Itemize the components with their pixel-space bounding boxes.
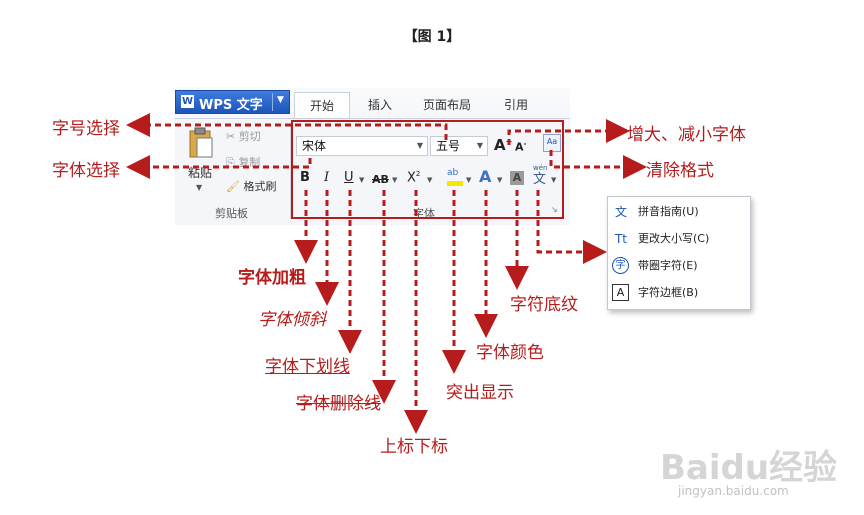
label-font-select: 字体选择 [52,161,120,181]
chevron-down-icon[interactable]: ▼ [466,176,472,184]
tab-references[interactable]: 引用 [503,98,528,112]
font-group-label: 字体 [413,207,435,220]
format-painter-button[interactable]: 🖌 格式刷 [226,178,276,194]
baidu-watermark-url: jingyan.baidu.com [678,484,789,498]
wps-button-divider [272,93,273,111]
font-size-value: 五号 [436,139,461,153]
arrow-clear-format [549,150,647,179]
label-strikethrough: 字体删除线 [296,394,381,414]
label-highlight: 突出显示 [446,383,514,403]
wps-app-button[interactable]: W WPS 文字 ▼ [175,90,290,114]
eraser-icon: Aa [546,137,558,146]
font-color-button[interactable]: A [479,167,492,186]
arrow-grow-shrink [507,119,630,145]
chevron-down-icon[interactable]: ▼ [497,176,503,184]
label-grow-shrink: 增大、减小字体 [627,125,746,145]
italic-button[interactable]: I [324,170,330,185]
wps-logo-icon: W [181,95,194,108]
label-italic: 字体倾斜 [258,310,326,330]
shrink-font-button[interactable]: A- [515,140,527,154]
highlight-swatch [447,181,463,186]
cut-label: 剪切 [238,130,261,143]
paste-icon[interactable] [188,127,214,159]
cut-button[interactable]: ✂ 剪切 [226,128,261,144]
superscript-button[interactable]: X2 [407,170,421,186]
chevron-down-icon[interactable]: ▼ [551,176,557,184]
phonetic-icon: 文 [614,205,627,219]
chevron-down-icon[interactable]: ▼ [476,141,483,150]
menu-item-char-border[interactable]: A 字符边框(B) [608,280,750,306]
figure-title: 【图 1】 [403,29,461,45]
format-painter-label: 格式刷 [243,180,277,193]
arrow-font-size [126,113,448,140]
phonetic-dropdown-menu: 文 拼音指南(U) Tt 更改大小写(C) 字 带圈字符(E) A 字符边框(B… [607,196,751,310]
tab-page-layout[interactable]: 页面布局 [422,98,471,112]
brush-icon: 🖌 [226,180,240,193]
highlight-button[interactable]: ab [447,168,463,186]
font-name-combo[interactable]: 宋体 ▼ [296,136,428,156]
chevron-down-icon: ▼ [277,95,284,105]
font-name-value: 宋体 [302,139,327,153]
menu-item-phonetic-guide[interactable]: 文 拼音指南(U) [608,199,750,225]
menu-item-enclosed-chars[interactable]: 字 带圈字符(E) [608,253,750,279]
chevron-down-icon[interactable]: ▼ [392,176,398,184]
group-divider [290,124,291,219]
label-bold: 字体加粗 [238,268,306,288]
chevron-down-icon[interactable]: ▼ [427,176,433,184]
label-clear-format: 清除格式 [646,161,714,181]
wps-app-label: WPS 文字 [199,98,263,113]
scissors-icon: ✂ [226,130,236,143]
copy-icon: ⎘ [226,156,235,169]
menu-item-change-case[interactable]: Tt 更改大小写(C) [608,226,750,252]
underline-button[interactable]: U [344,170,354,185]
label-font-color: 字体颜色 [476,343,544,363]
ribbon-panel [175,118,570,225]
arrow-phonetic [536,190,607,264]
paste-chevron-icon[interactable]: ▼ [196,183,203,192]
label-font-size-select: 字号选择 [52,119,120,139]
font-size-combo[interactable]: 五号 ▼ [430,136,488,156]
marker-icon: ab [447,168,459,178]
chevron-down-icon[interactable]: ▼ [416,141,423,150]
highlight-frame [291,120,564,219]
label-char-shading: 字符底纹 [510,295,578,315]
label-super-sub: 上标下标 [380,437,448,457]
dialog-launcher-icon[interactable]: ↘ [551,205,558,214]
tab-home[interactable]: 开始 [294,92,350,118]
baidu-watermark: Baidu经验 [660,448,838,488]
clipboard-group-label: 剪贴板 [215,207,248,220]
label-underline: 字体下划线 [265,357,350,377]
chevron-down-icon[interactable]: ▼ [359,176,365,184]
enclosed-char-icon: 字 [612,257,629,274]
arrow-font-name [126,155,312,179]
tab-insert[interactable]: 插入 [367,98,392,112]
char-border-icon: A [612,284,629,301]
paste-label[interactable]: 粘贴 [188,166,213,180]
change-case-icon: Tt [614,232,628,246]
strikethrough-button[interactable]: AB [372,173,389,186]
bold-button[interactable]: B [300,170,310,185]
char-shading-button[interactable]: A [510,171,524,185]
